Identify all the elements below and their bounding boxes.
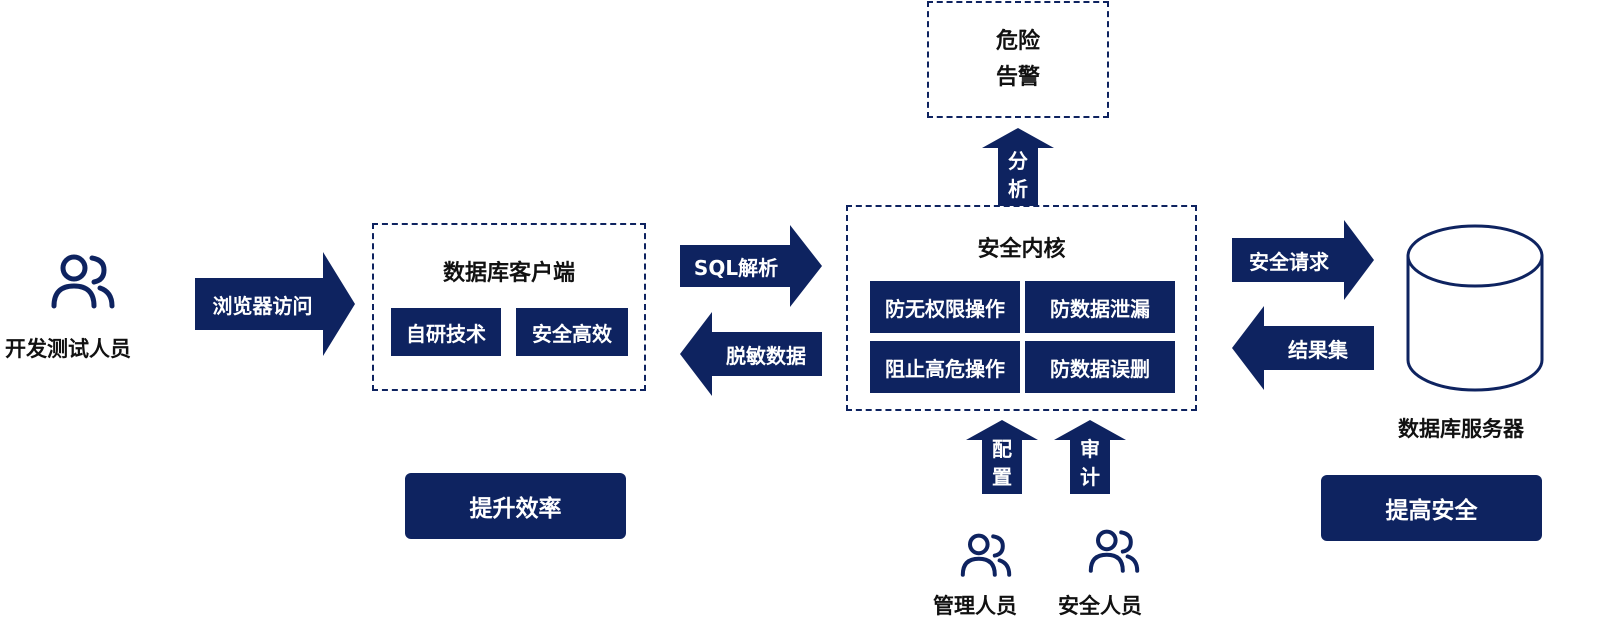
security-request-arrow	[1232, 220, 1374, 300]
audit-char1: 审	[1080, 437, 1100, 461]
leak-prevention-tile: 防数据泄漏	[1025, 281, 1175, 333]
db-client-box: 数据库客户端 自研技术 安全高效	[372, 223, 646, 391]
security-staff-label: 安全人员	[1058, 594, 1142, 618]
security-kernel-title: 安全内核	[977, 237, 1066, 262]
masked-data-arrow	[680, 312, 822, 396]
no-unauthorized-tile: 防无权限操作	[870, 281, 1020, 333]
browser-access-label: 浏览器访问	[212, 293, 313, 318]
improve-efficiency-badge: 提升效率	[405, 473, 626, 539]
admin-label: 管理人员	[933, 594, 1017, 618]
improve-security-badge: 提高安全	[1321, 475, 1542, 541]
result-set-label: 结果集	[1288, 337, 1348, 362]
alert-line2: 告警	[995, 64, 1040, 90]
security-request-label: 安全请求	[1249, 249, 1329, 274]
sql-parse-arrow	[680, 225, 822, 307]
prevent-deletion-tile: 防数据误删	[1025, 341, 1175, 393]
analyze-char1: 分	[1008, 149, 1028, 173]
result-set-arrow	[1232, 306, 1374, 390]
db-server-label: 数据库服务器	[1398, 417, 1524, 441]
config-label: 配 置	[982, 434, 1022, 492]
users-icon	[960, 533, 1012, 577]
self-dev-tile: 自研技术	[391, 308, 501, 356]
analyze-char2: 析	[1008, 177, 1028, 201]
danger-alert-box: 危险 告警	[927, 1, 1109, 118]
masked-data-label: 脱敏数据	[726, 343, 806, 368]
audit-char2: 计	[1080, 465, 1100, 489]
config-char2: 置	[992, 465, 1012, 489]
audit-arrow	[1054, 420, 1126, 494]
database-icon	[1406, 224, 1544, 392]
browser-access-arrow	[195, 252, 355, 356]
analyze-arrow	[982, 128, 1054, 206]
users-icon	[1088, 529, 1140, 573]
secure-efficient-tile: 安全高效	[516, 308, 628, 356]
analyze-label: 分 析	[998, 146, 1038, 204]
block-risky-tile: 阻止高危操作	[870, 341, 1020, 393]
dev-tester-label: 开发测试人员	[5, 337, 131, 361]
db-client-title: 数据库客户端	[442, 261, 575, 286]
config-arrow	[966, 420, 1038, 494]
alert-line1: 危险	[995, 28, 1040, 54]
sql-parse-label: SQL解析	[693, 255, 779, 280]
config-char1: 配	[992, 437, 1012, 461]
users-icon	[51, 254, 115, 309]
security-kernel-box: 安全内核 防无权限操作 防数据泄漏 阻止高危操作 防数据误删	[846, 205, 1197, 411]
audit-label: 审 计	[1070, 434, 1110, 492]
dev-tester-actor: 开发测试人员	[0, 245, 165, 365]
